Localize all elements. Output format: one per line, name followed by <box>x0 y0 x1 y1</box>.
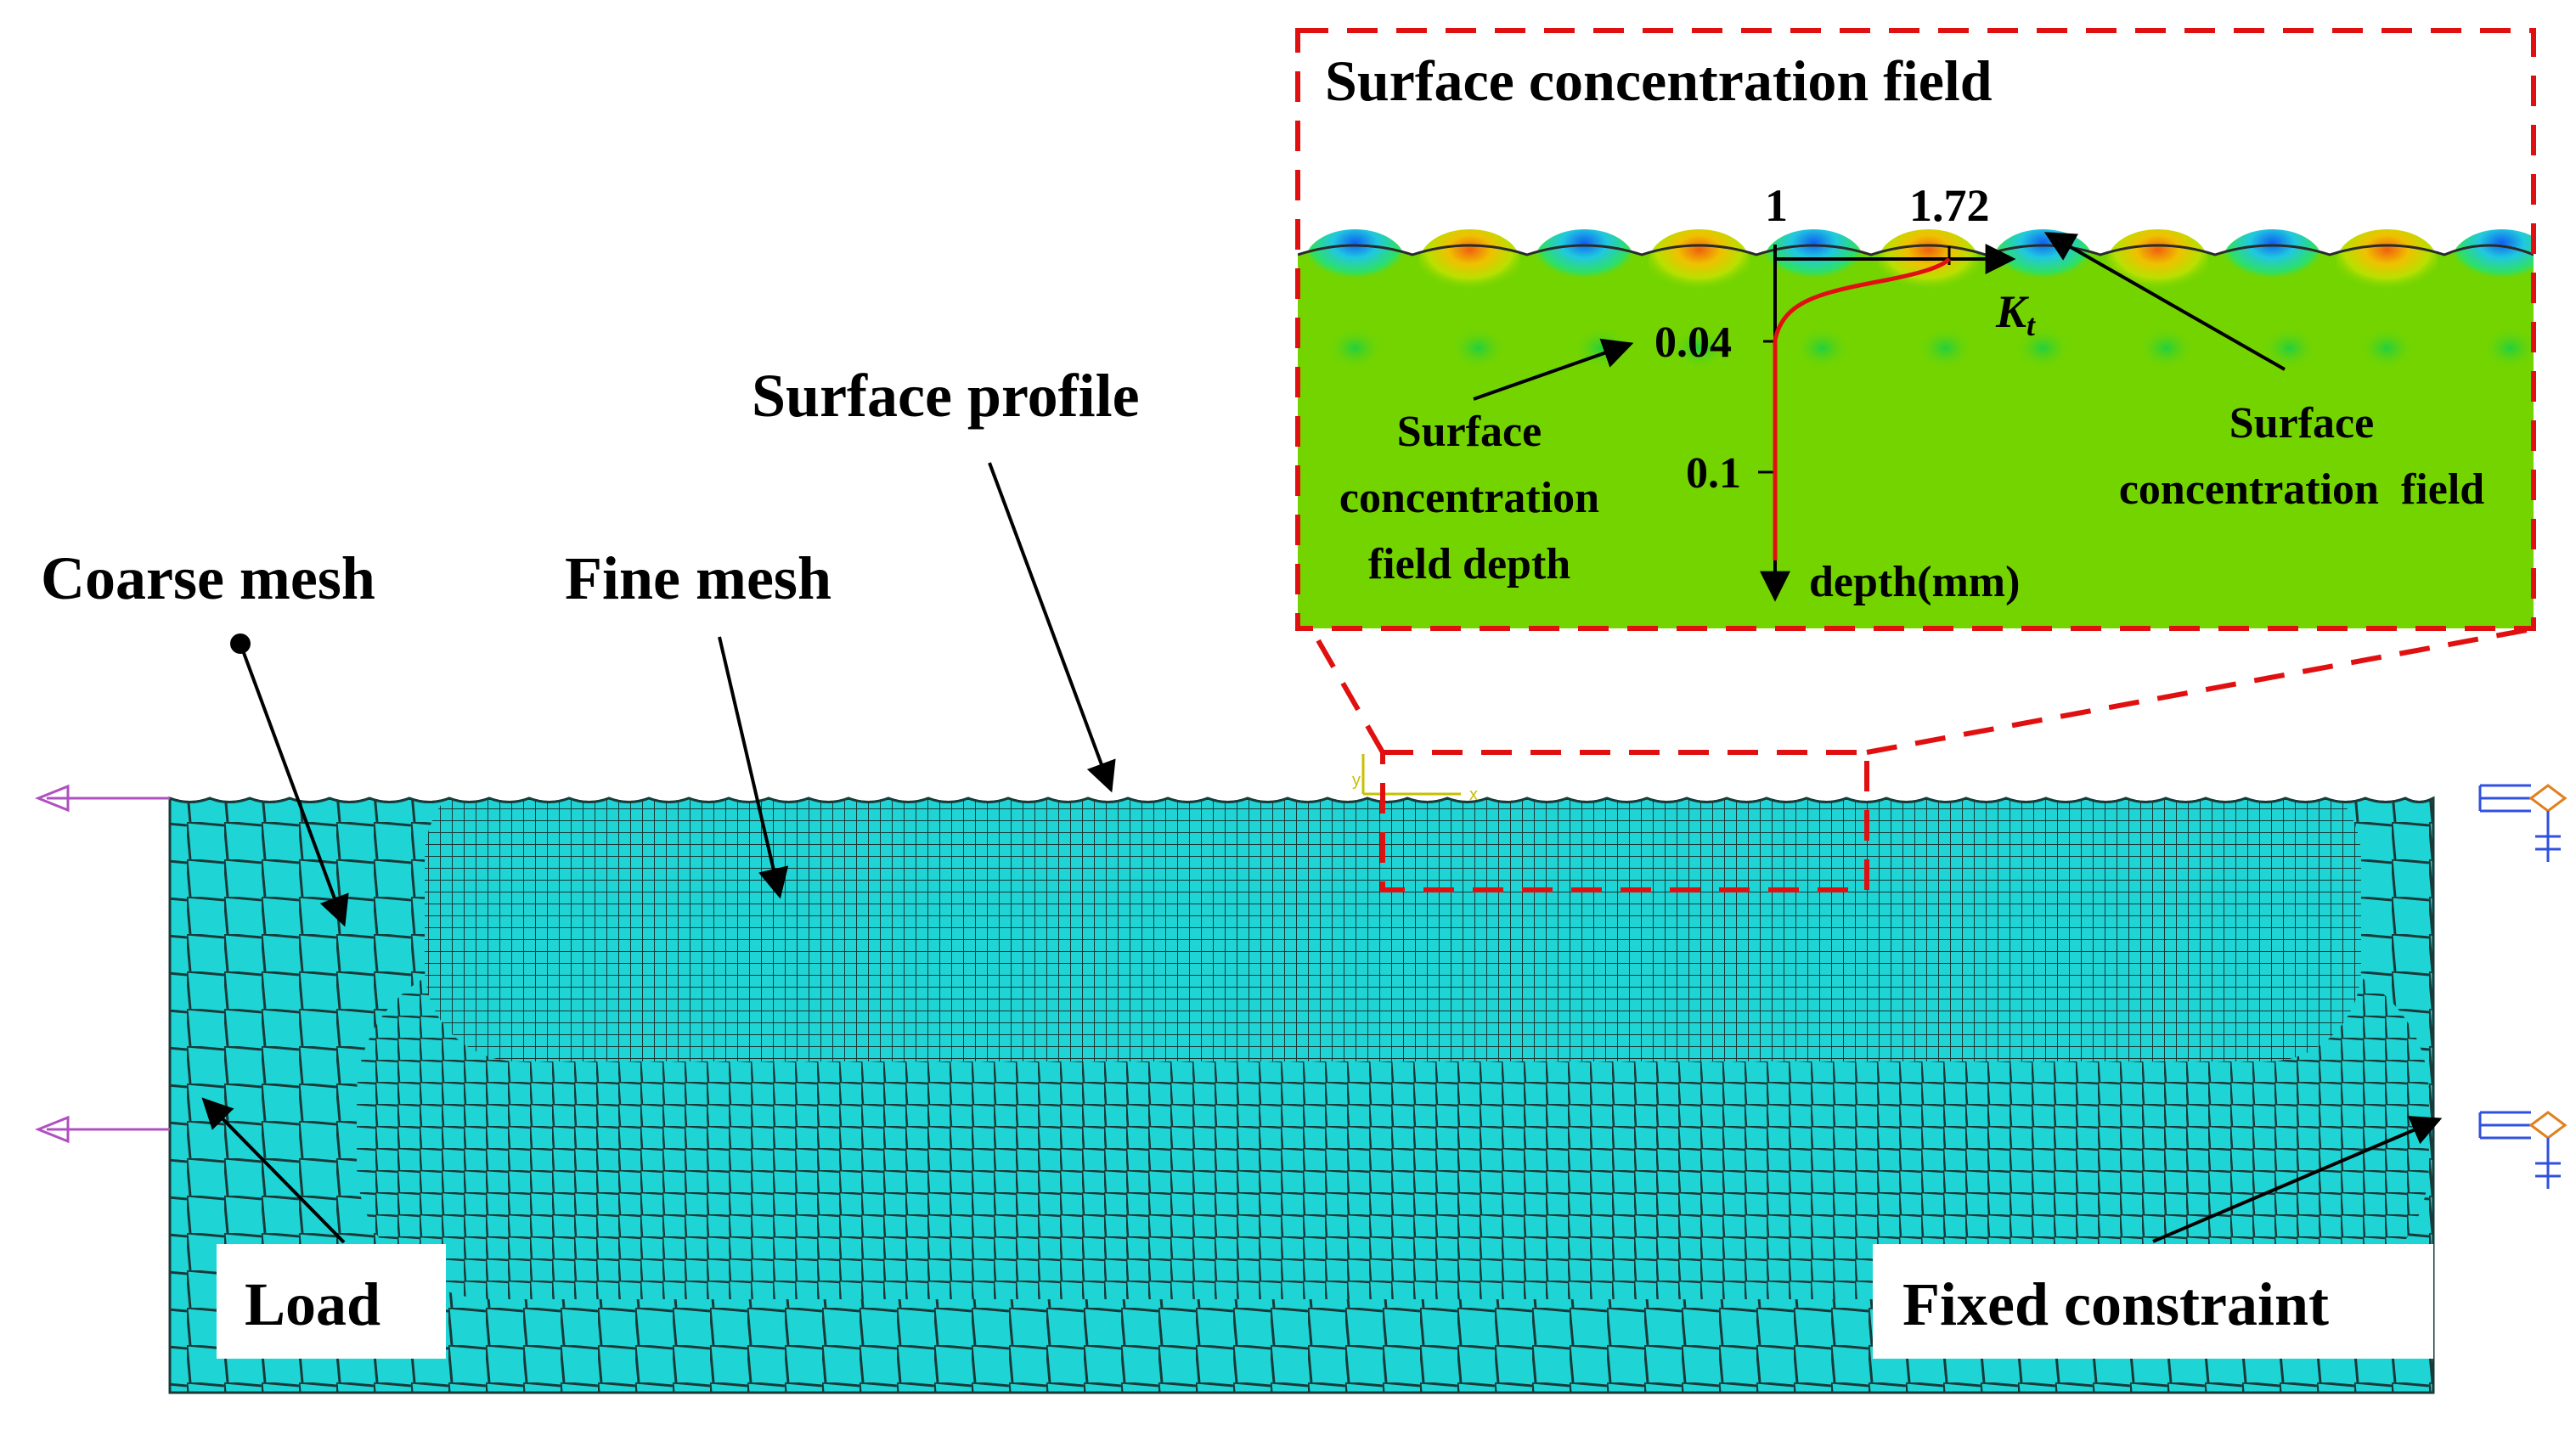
x-tick-1: 1 <box>1765 180 1788 231</box>
subsurface-spot <box>2358 326 2416 370</box>
subsurface-spot <box>1670 326 1728 370</box>
fine-mesh-arrow <box>718 636 789 899</box>
left-annotation-line-3: field depth <box>1368 540 1570 588</box>
coarse-mesh-label: Coarse mesh <box>41 544 375 612</box>
subsurface-spot <box>2137 326 2196 370</box>
subsurface-spot <box>1449 326 1508 370</box>
inset-title: Surface concentration field <box>1325 48 1993 113</box>
cold-spot <box>2450 229 2534 297</box>
right-annotation-line-2: concentration field <box>2119 465 2484 514</box>
hot-spot <box>1877 229 1980 297</box>
x-tick-172: 1.72 <box>1909 180 1990 231</box>
left-annotation: Surface concentration field depth <box>1339 408 1599 588</box>
inset-panel: Surface concentration field 1 1.72 Kt 0.… <box>1295 28 2536 631</box>
fixed-constraint-label: Fixed constraint <box>1902 1270 2329 1338</box>
right-annotation-line-1: Surface <box>2229 399 2374 448</box>
load-arrow <box>201 1097 346 1244</box>
load-label-box <box>217 1244 446 1359</box>
axis-triad-y: y <box>1352 771 1361 790</box>
fixed-constraint-arrow <box>2152 1116 2443 1243</box>
axis-triad-x: x <box>1469 785 1478 804</box>
surface-profile-label: Surface profile <box>752 362 1140 430</box>
fine-mesh-region <box>425 798 2361 1061</box>
zoom-region-box <box>1380 750 1869 892</box>
depth-tick-01-label: 0.1 <box>1686 449 1741 498</box>
load-arrows <box>34 784 170 1144</box>
hot-spot <box>1418 229 1521 297</box>
left-annotation-line-2: concentration <box>1339 474 1599 522</box>
hot-spot <box>1648 229 1750 297</box>
subsurface-spot <box>2260 326 2319 370</box>
cold-spot <box>1304 229 1406 297</box>
right-annotation: Surface concentration field <box>2119 399 2484 514</box>
axis-triad: y x <box>1352 754 1478 804</box>
hot-spot <box>2336 229 2438 297</box>
depth-axis-label: depth(mm) <box>1809 558 2020 606</box>
inset-border <box>1295 28 2536 631</box>
surface-profile-arrow <box>988 462 1116 793</box>
inset-surface-line <box>1298 244 2534 256</box>
mesh-model <box>168 796 2435 1394</box>
right-annotation-arrow <box>2043 232 2286 371</box>
subsurface-spot <box>1326 326 1384 370</box>
subsurface-spot <box>1793 326 1852 370</box>
subsurface-spot <box>2014 326 2072 370</box>
subsurface-spot <box>2481 326 2534 370</box>
left-annotation-line-1: Surface <box>1397 408 1542 456</box>
hot-spot <box>2106 229 2209 297</box>
zoom-projection-right <box>1866 628 2528 755</box>
surface-profile-line <box>169 797 2434 803</box>
zoom-projection-left <box>1310 628 1385 754</box>
constraint-symbols <box>2478 784 2568 1189</box>
left-annotation-arrow <box>1473 338 1634 401</box>
coarse-mesh-arrow <box>230 633 349 927</box>
fixed-constraint-label-box <box>1873 1244 2433 1359</box>
cold-spot <box>2221 229 2324 297</box>
subsurface-spot <box>1916 326 1975 370</box>
depth-tick-004-label: 0.04 <box>1654 318 1732 367</box>
load-label: Load <box>245 1270 380 1338</box>
cold-spot <box>1533 229 1636 297</box>
fine-mesh-label: Fine mesh <box>565 544 831 612</box>
kt-label: Kt <box>1995 286 2036 342</box>
zoom-indicator <box>1310 628 2528 892</box>
kt-depth-curve <box>1773 257 1951 560</box>
